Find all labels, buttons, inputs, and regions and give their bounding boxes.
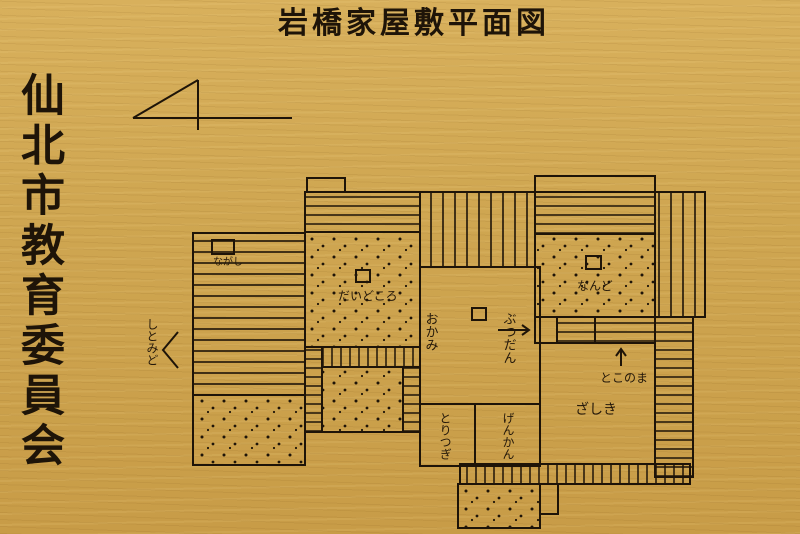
dirt-floor-center bbox=[321, 366, 404, 433]
label-toritsugi: とりつぎ bbox=[438, 412, 452, 460]
label-nagashi: ながし bbox=[213, 255, 243, 268]
page-title: 岩橋家屋敷平面図 bbox=[278, 6, 550, 41]
label-zashiki: ざしき bbox=[575, 401, 617, 418]
north-arrow-icon bbox=[132, 79, 292, 130]
organization-name: 仙北市教育委員会 bbox=[13, 72, 64, 472]
room-nando bbox=[534, 233, 656, 318]
room-nagashi bbox=[192, 232, 306, 396]
label-nando: なんど bbox=[577, 279, 613, 293]
nagashi-marker bbox=[211, 239, 235, 255]
label-okami: おかみ bbox=[423, 312, 438, 351]
label-tokonoma: とこのま bbox=[600, 371, 648, 385]
dirt-floor-left bbox=[192, 394, 306, 466]
label-butsudan: ぶつだん bbox=[501, 312, 517, 364]
label-genkan: げんかん bbox=[501, 412, 515, 460]
label-shitomido: しとみど bbox=[145, 318, 159, 366]
room-okami bbox=[419, 266, 541, 405]
label-daidokoro: だいどころ bbox=[338, 289, 398, 303]
